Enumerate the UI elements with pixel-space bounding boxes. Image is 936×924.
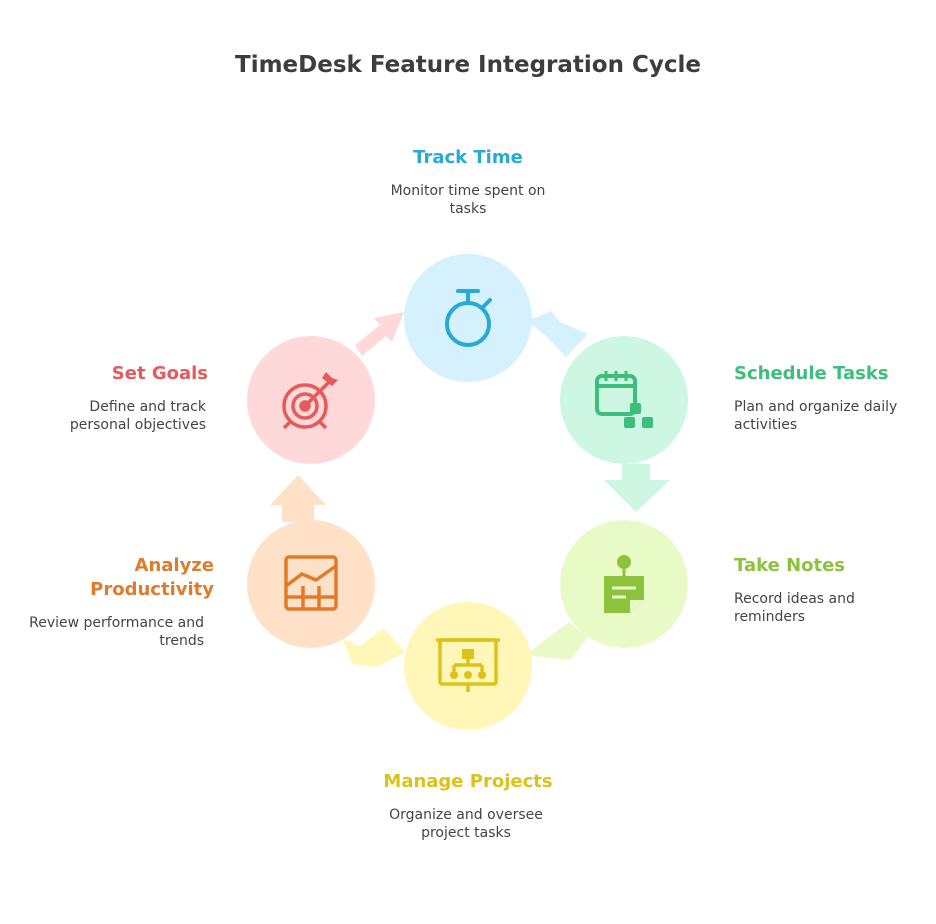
step-desc-set-goals: Define and track personal objectives	[69, 399, 206, 433]
node-schedule-tasks	[560, 336, 688, 464]
step-label-take-notes: Take Notes	[734, 555, 846, 576]
step-desc-manage-projects: Organize and oversee project tasks	[389, 807, 543, 841]
arrow-notes-to-projects	[526, 622, 588, 660]
step-label-schedule-tasks: Schedule Tasks	[734, 363, 889, 384]
stopwatch-icon	[445, 289, 492, 347]
node-analyze-productivity	[247, 520, 375, 648]
arrow-track-to-schedule	[527, 311, 588, 357]
step-desc-schedule-tasks: Plan and organize daily activities	[734, 399, 898, 433]
step-label-manage-projects: Manage Projects	[383, 771, 553, 792]
sticky-note-pin-icon	[604, 555, 644, 613]
arrow-analyze-to-goals	[270, 475, 326, 522]
growth-chart-icon	[284, 555, 338, 611]
step-desc-track-time: Monitor time spent on tasks	[390, 183, 546, 217]
cycle-arrows	[270, 311, 670, 667]
presentation-board-icon	[436, 638, 500, 692]
step-label-analyze-productivity: Analyze Productivity	[90, 555, 214, 600]
step-desc-take-notes: Record ideas and reminders	[734, 591, 855, 625]
step-desc-analyze-productivity: Review performance and trends	[29, 615, 204, 649]
step-label-set-goals: Set Goals	[111, 363, 208, 384]
arrow-schedule-to-notes	[604, 464, 670, 512]
arrow-projects-to-analyze	[343, 628, 405, 667]
target-icon	[282, 372, 338, 430]
diagram-title: TimeDesk Feature Integration Cycle	[235, 52, 701, 78]
calendar-blocks-icon	[595, 371, 653, 428]
arrow-goals-to-track	[355, 312, 404, 356]
step-label-track-time: Track Time	[413, 147, 523, 168]
node-track-time	[404, 254, 532, 382]
